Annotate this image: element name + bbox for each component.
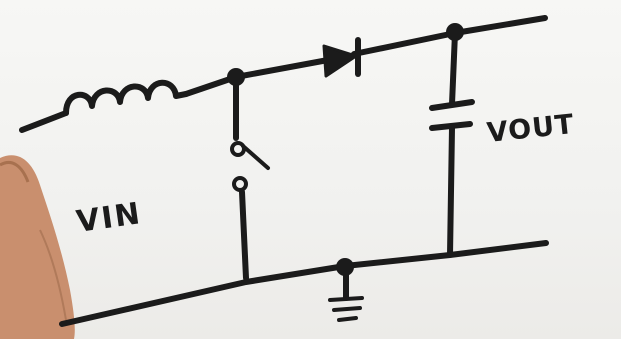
hand-photo bbox=[0, 155, 75, 339]
diode-symbol bbox=[322, 37, 361, 78]
inductor-symbol bbox=[63, 79, 189, 116]
junction-node-switch bbox=[227, 68, 245, 86]
junction-node-capacitor bbox=[446, 23, 464, 41]
capacitor-symbol bbox=[429, 99, 475, 131]
capacitor-lower-wire bbox=[447, 125, 455, 258]
vout-label: VOUT bbox=[485, 109, 575, 149]
junction-node-ground bbox=[336, 258, 354, 276]
vin-label: VIN bbox=[74, 196, 144, 240]
inductor-lead-wire bbox=[19, 110, 69, 133]
switch-lower-wire bbox=[239, 189, 249, 281]
switch-symbol bbox=[230, 141, 270, 192]
capacitor-upper-wire bbox=[449, 30, 458, 107]
bottom-wire bbox=[59, 240, 549, 327]
